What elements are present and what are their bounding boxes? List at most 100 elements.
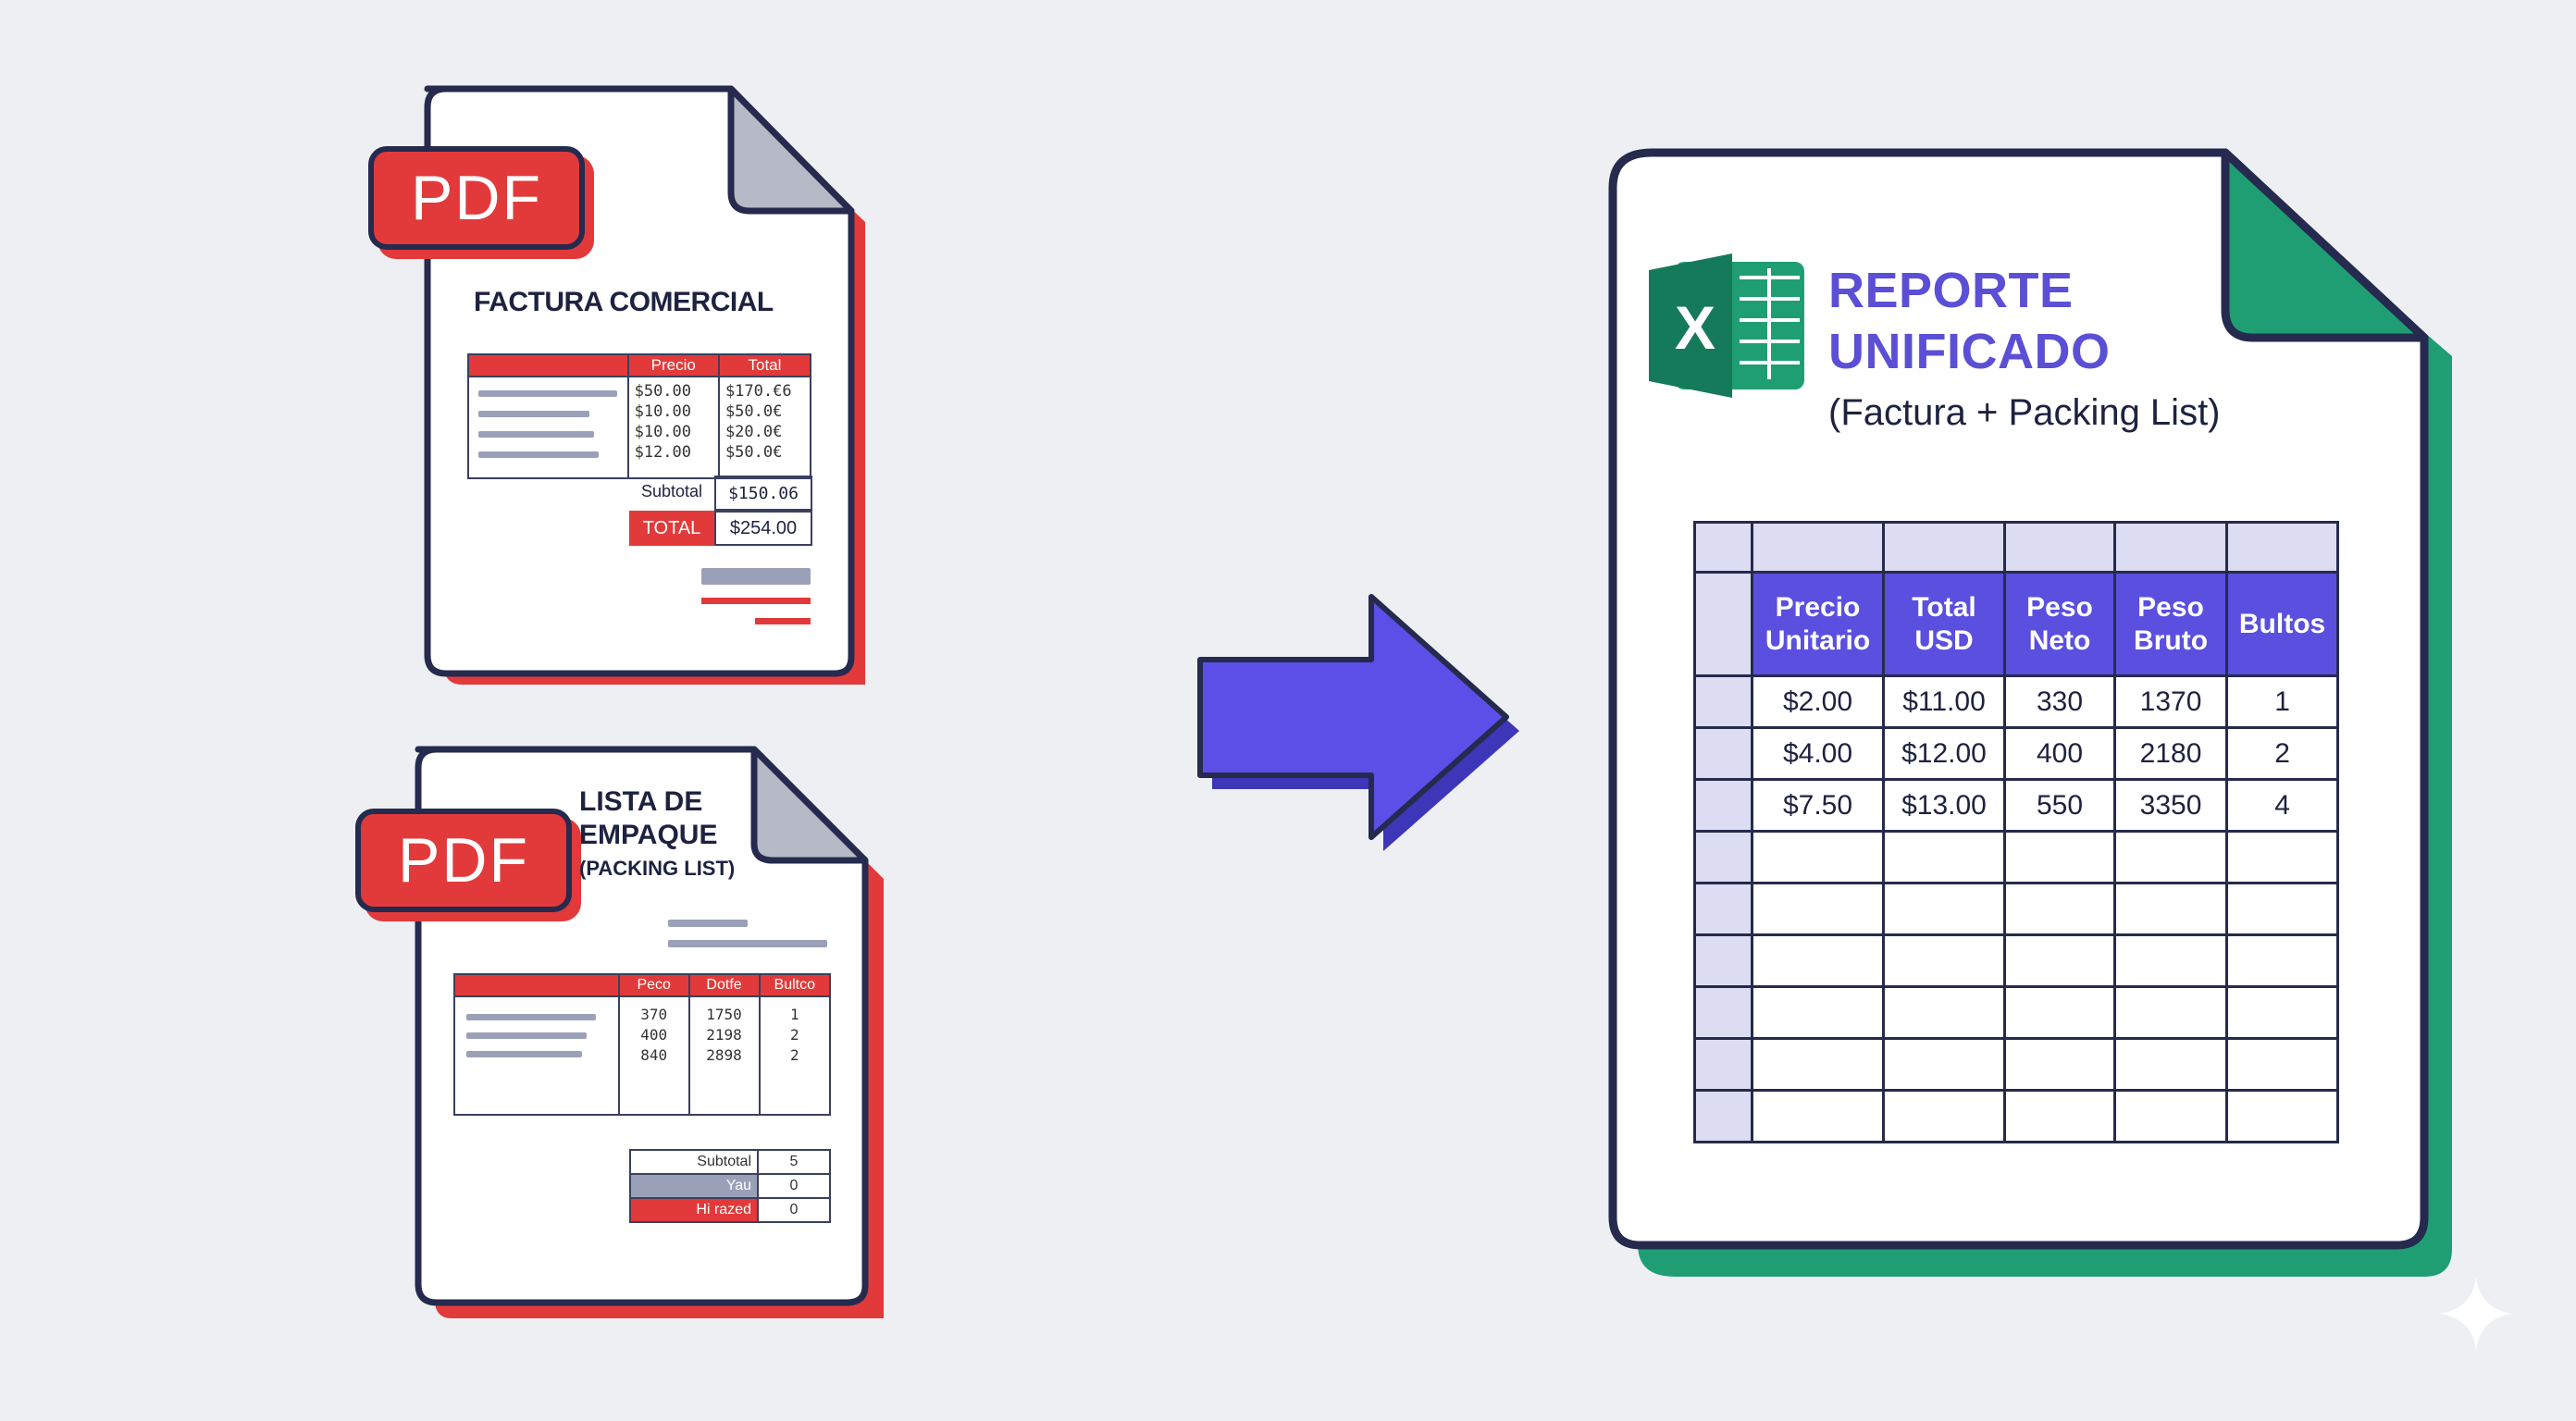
packing-col-bultos: Bultco	[758, 973, 832, 997]
packing-pdf-badge-label: PDF	[398, 825, 529, 896]
header-line: Bruto	[2134, 624, 2209, 656]
header-line: Unitario	[1765, 624, 1871, 656]
packing-line-2	[466, 1032, 587, 1039]
excel-icon-letter: X	[1674, 293, 1716, 362]
report-cell	[1751, 830, 1885, 884]
report-cell	[2225, 1089, 2339, 1143]
report-cell	[2112, 985, 2229, 1040]
report-row-header-cell	[1692, 1037, 1754, 1092]
report-strip-cell	[1692, 521, 1754, 574]
header-line: Neto	[2028, 624, 2091, 656]
packing-peso-cell: 370 400 840	[617, 995, 690, 1116]
report-cell	[1881, 1089, 2007, 1143]
invoice-total-cell: $170.€6 $50.0€ $20.0€ $50.0€	[717, 376, 812, 479]
report-cell: $7.50	[1751, 778, 1885, 833]
report-cell	[1881, 882, 2007, 936]
invoice-total: $170.€6	[724, 382, 792, 401]
header-line: USD	[1914, 624, 1974, 656]
report-cell: 2180	[2112, 726, 2229, 781]
invoice-signature-bar	[701, 568, 811, 585]
packing-peso: 400	[640, 1026, 668, 1044]
packing-line-3	[466, 1051, 582, 1057]
invoice-subtotal-value: $150.06	[714, 476, 812, 511]
packing-bultos-cell: 1 2 2	[758, 995, 832, 1116]
report-cell	[2112, 830, 2229, 884]
report-table-row	[1692, 1089, 2339, 1143]
report-cell: 1370	[2112, 674, 2229, 729]
packing-bruto: 2198	[706, 1026, 742, 1044]
invoice-col-price: Precio	[626, 353, 720, 377]
report-cell	[2003, 933, 2116, 988]
report-cell	[1751, 882, 1885, 936]
report-strip-cell	[1751, 521, 1885, 574]
invoice-blank-header	[467, 353, 629, 377]
report-cell: $11.00	[1881, 674, 2007, 729]
report-cell: 1	[2225, 674, 2339, 729]
packing-blank-header	[453, 973, 620, 997]
invoice-line-1	[478, 390, 617, 397]
report-cell	[2003, 1089, 2116, 1143]
packing-summary-value: 0	[757, 1197, 831, 1223]
invoice-pdf-badge-label: PDF	[411, 163, 542, 233]
invoice-price: $10.00	[634, 423, 692, 441]
packing-header-bar-2	[668, 940, 827, 947]
report-strip-cell	[1881, 521, 2007, 574]
report-top-strip-row	[1692, 521, 2339, 574]
report-cell	[2003, 985, 2116, 1040]
report-table-row	[1692, 830, 2339, 884]
report-cell	[1751, 1089, 1885, 1143]
report-cell: 4	[2225, 778, 2339, 833]
report-cell	[2225, 1037, 2339, 1092]
report-cell	[1881, 933, 2007, 988]
packing-header-bar-1	[668, 920, 748, 927]
invoice-pdf-badge: PDF	[368, 146, 585, 250]
packing-page-fold	[750, 746, 869, 864]
invoice-title: FACTURA COMERCIAL	[474, 287, 774, 317]
excel-icon	[1649, 253, 1804, 398]
report-cell: 2	[2225, 726, 2339, 781]
report-cell	[1751, 933, 1885, 988]
packing-pdf-badge: PDF	[355, 809, 572, 912]
invoice-page-fold	[727, 85, 855, 215]
report-cell	[1751, 1037, 1885, 1092]
report-cell	[2225, 933, 2339, 988]
report-row-header-cell	[1692, 882, 1754, 936]
packing-col-peso: Peco	[617, 973, 690, 997]
packing-summary-label: Subtotal	[629, 1149, 759, 1175]
header-line: Precio	[1775, 591, 1861, 623]
invoice-price: $50.00	[634, 382, 692, 401]
report-cell: 330	[2003, 674, 2116, 729]
packing-line-1	[466, 1014, 596, 1020]
packing-summary-table: Subtotal 5 Yau 0 Hi razed 0	[629, 1149, 831, 1223]
header-line: Total	[1912, 591, 1976, 623]
invoice-price: $10.00	[634, 402, 692, 421]
report-table-row	[1692, 933, 2339, 988]
report-cell	[2112, 882, 2229, 936]
arrow-right-icon	[1197, 594, 1519, 851]
report-subtitle: (Factura + Packing List)	[1828, 392, 2221, 433]
invoice-price: $12.00	[634, 443, 692, 462]
report-row-header-cell	[1692, 830, 1754, 884]
packing-col-bruto: Dotfe	[687, 973, 761, 997]
invoice-total: $50.0€	[724, 402, 783, 421]
invoice-line-2	[478, 411, 589, 417]
report-table-row	[1692, 1037, 2339, 1092]
invoice-price-cell: $50.00 $10.00 $10.00 $12.00	[626, 376, 720, 479]
report-row-header-cell	[1692, 778, 1754, 833]
report-page-fold	[2221, 148, 2429, 342]
packing-summary-value: 0	[757, 1173, 831, 1199]
packing-summary-value: 5	[757, 1149, 831, 1175]
packing-peso: 370	[640, 1006, 668, 1023]
report-cell	[2225, 985, 2339, 1040]
invoice-total-value: $254.00	[714, 511, 812, 546]
invoice-line-4	[478, 451, 599, 458]
report-title-line1: REPORTE	[1828, 263, 2074, 318]
